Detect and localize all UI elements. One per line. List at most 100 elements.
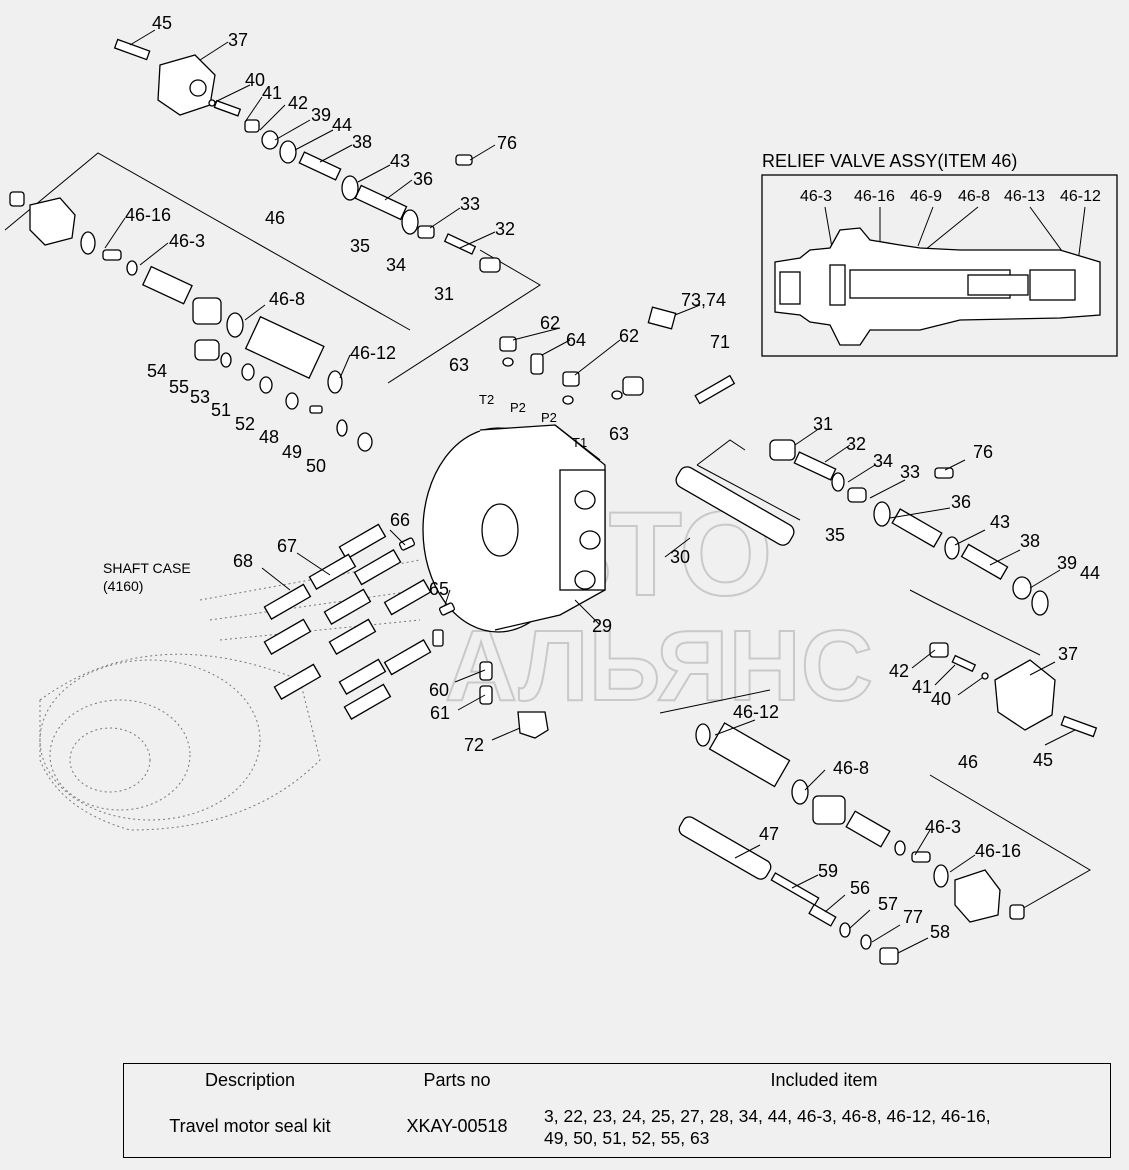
label-47: 47 xyxy=(759,824,779,844)
label-46-8: 46-8 xyxy=(269,289,305,309)
label-46-3-b: 46-3 xyxy=(925,817,961,837)
inset-label-46-13: 46-13 xyxy=(1004,188,1045,205)
label-46-16-b: 46-16 xyxy=(975,841,1021,861)
label-61: 61 xyxy=(430,703,450,723)
inset-label-46-9: 46-9 xyxy=(910,188,942,205)
shaft-case-number: (4160) xyxy=(103,578,143,594)
label-48: 48 xyxy=(259,427,279,447)
label-52: 52 xyxy=(235,414,255,434)
label-73-74: 73,74 xyxy=(681,290,726,310)
header-included-item: Included item xyxy=(770,1069,878,1090)
label-66: 66 xyxy=(390,510,410,530)
relief-valve-inset: RELIEF VALVE ASSY(ITEM 46) 46-3 46-16 46… xyxy=(761,151,1118,357)
shaft-case-label: SHAFT CASE xyxy=(103,560,191,576)
label-32-b: 32 xyxy=(846,434,866,454)
label-44-b: 44 xyxy=(1080,563,1100,583)
label-68: 68 xyxy=(233,551,253,571)
seal-kit-table: Description Parts no Included item Trave… xyxy=(123,1063,1111,1158)
label-35: 35 xyxy=(350,236,370,256)
label-45: 45 xyxy=(152,13,172,33)
motor-housing xyxy=(422,424,606,633)
label-46-3: 46-3 xyxy=(169,231,205,251)
label-45-b: 45 xyxy=(1033,750,1053,770)
label-60: 60 xyxy=(429,680,449,700)
label-77: 77 xyxy=(903,907,923,927)
label-41-b: 41 xyxy=(912,677,932,697)
label-37: 37 xyxy=(228,30,248,50)
label-50: 50 xyxy=(306,456,326,476)
table-header-row: Description Parts no Included item xyxy=(124,1064,1111,1097)
label-51: 51 xyxy=(211,400,231,420)
label-53: 53 xyxy=(190,387,210,407)
label-46-8-b: 46-8 xyxy=(833,758,869,778)
label-58: 58 xyxy=(930,922,950,942)
cell-description: Travel motor seal kit xyxy=(169,1116,331,1136)
label-42: 42 xyxy=(288,93,308,113)
label-31: 31 xyxy=(434,284,454,304)
label-46-b: 46 xyxy=(958,752,978,772)
label-72: 72 xyxy=(464,735,484,755)
label-71: 71 xyxy=(710,332,730,352)
inset-label-46-3: 46-3 xyxy=(800,188,832,205)
label-64: 64 xyxy=(566,330,586,350)
included-items-line-2: 49, 50, 51, 52, 55, 63 xyxy=(544,1127,710,1148)
label-76: 76 xyxy=(497,133,517,153)
label-35-b: 35 xyxy=(825,525,845,545)
inset-label-46-12: 46-12 xyxy=(1060,188,1101,205)
label-37-b: 37 xyxy=(1058,644,1078,664)
label-46: 46 xyxy=(265,208,285,228)
label-33-b: 33 xyxy=(900,462,920,482)
inset-title: RELIEF VALVE ASSY(ITEM 46) xyxy=(762,151,1017,171)
port-p2-b: P2 xyxy=(541,410,557,425)
label-29: 29 xyxy=(592,616,612,636)
upper-left-parts xyxy=(9,38,501,452)
label-46-16: 46-16 xyxy=(125,205,171,225)
header-description: Description xyxy=(204,1069,296,1090)
label-40-b: 40 xyxy=(931,689,951,709)
header-parts-no: Parts no xyxy=(423,1069,491,1090)
cell-included-items: 3, 22, 23, 24, 25, 27, 28, 34, 44, 46-3,… xyxy=(538,1096,1111,1158)
label-39: 39 xyxy=(311,105,331,125)
spring-groups xyxy=(263,523,549,739)
top-center-parts xyxy=(499,306,736,405)
label-33: 33 xyxy=(460,194,480,214)
table-row: Travel motor seal kit XKAY-00518 3, 22, … xyxy=(124,1096,1111,1158)
label-30: 30 xyxy=(670,547,690,567)
label-59: 59 xyxy=(818,861,838,881)
label-63-b: 63 xyxy=(609,424,629,444)
label-62: 62 xyxy=(540,313,560,333)
label-57: 57 xyxy=(878,894,898,914)
port-p2: P2 xyxy=(510,400,526,415)
included-items-line-1: 3, 22, 23, 24, 25, 27, 28, 34, 44, 46-3,… xyxy=(544,1105,991,1126)
part-labels: 45 37 40 41 42 39 44 38 43 36 76 33 32 3… xyxy=(103,13,1100,942)
leaders xyxy=(104,29,1076,954)
label-38-b: 38 xyxy=(1020,531,1040,551)
label-36: 36 xyxy=(413,169,433,189)
lower-right-parts xyxy=(678,722,1025,965)
label-44: 44 xyxy=(332,115,352,135)
label-46-12-b: 46-12 xyxy=(733,702,779,722)
port-t2: T2 xyxy=(479,392,494,407)
label-46-12: 46-12 xyxy=(350,343,396,363)
right-valve-parts xyxy=(675,439,1098,738)
inset-label-46-8: 46-8 xyxy=(958,188,990,205)
label-56: 56 xyxy=(850,878,870,898)
inset-label-46-16: 46-16 xyxy=(854,188,895,205)
port-t1: T1 xyxy=(572,435,587,450)
label-34-b: 34 xyxy=(873,451,893,471)
label-54: 54 xyxy=(147,361,167,381)
label-65: 65 xyxy=(429,579,449,599)
label-43: 43 xyxy=(390,151,410,171)
label-39-b: 39 xyxy=(1057,553,1077,573)
label-38: 38 xyxy=(352,132,372,152)
label-40: 40 xyxy=(245,70,265,90)
shaft-case-ghost xyxy=(39,559,421,831)
cell-parts-no: XKAY-00518 xyxy=(406,1116,508,1136)
label-32: 32 xyxy=(495,219,515,239)
label-76-b: 76 xyxy=(973,442,993,462)
label-31-b: 31 xyxy=(813,414,833,434)
label-43-b: 43 xyxy=(990,512,1010,532)
label-36-b: 36 xyxy=(951,492,971,512)
label-55: 55 xyxy=(169,377,189,397)
